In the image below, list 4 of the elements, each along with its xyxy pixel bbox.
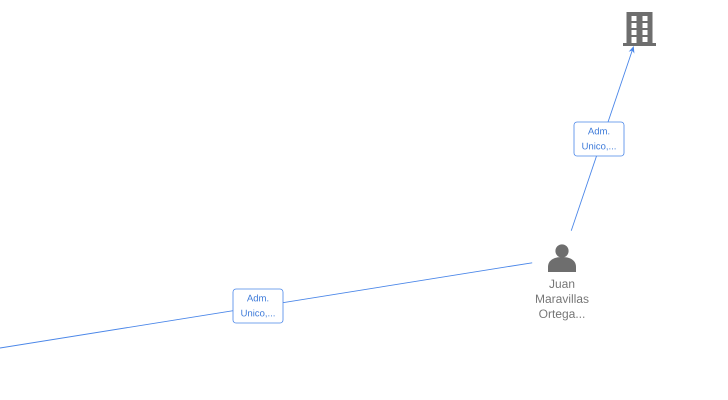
person-name: Juan Maravillas Ortega... bbox=[536, 280, 589, 320]
edge-label: Adm. Unico,... bbox=[574, 122, 624, 156]
edge-label: Adm. Unico,... bbox=[232, 288, 284, 324]
building-icon bbox=[623, 12, 656, 46]
